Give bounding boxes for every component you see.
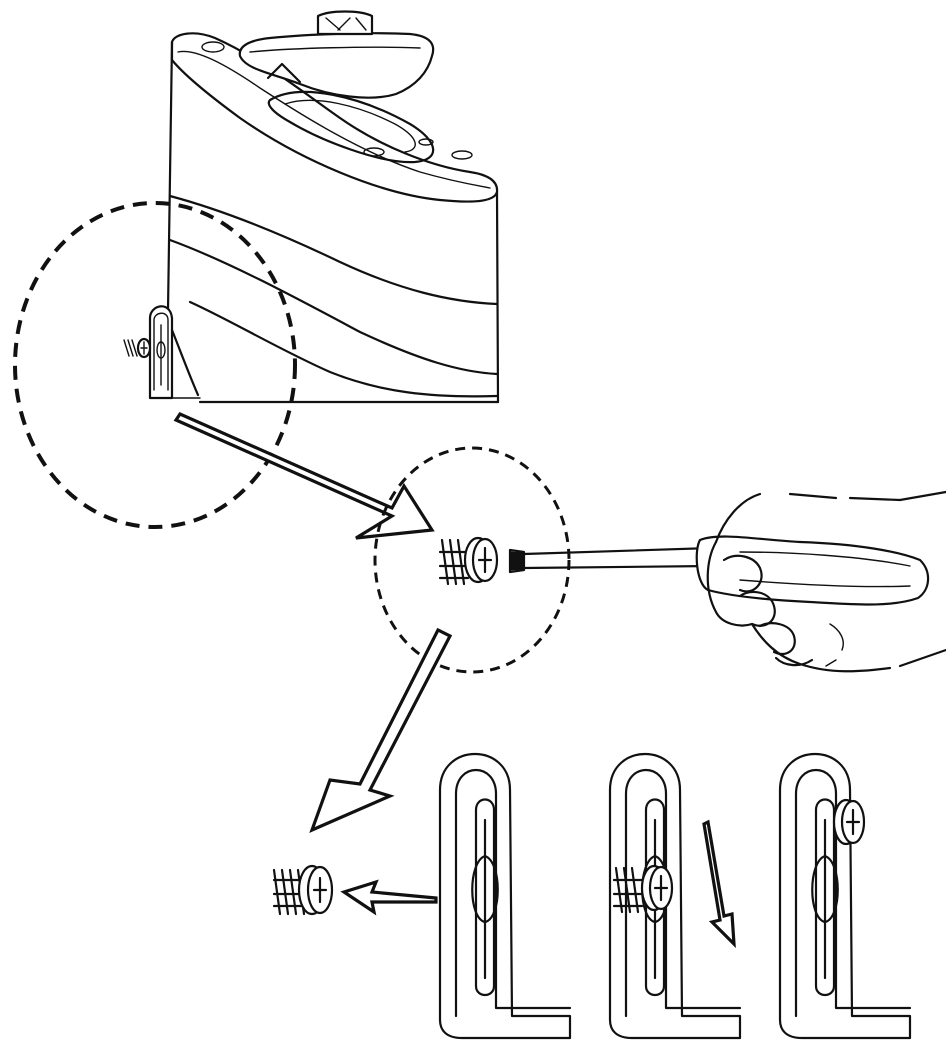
screw-removed	[272, 864, 334, 916]
bracket-step-2	[608, 753, 742, 1040]
wall-bracket-small	[148, 305, 201, 400]
screw-small	[123, 337, 152, 359]
arrow-down-icon	[702, 819, 736, 949]
bracket-step-3	[778, 753, 912, 1040]
screw-zoomed	[438, 536, 499, 586]
arrow-zoom-1	[173, 411, 435, 540]
hand	[706, 490, 946, 673]
zoom-circle-medium	[373, 446, 571, 674]
screw-at-top-of-slot	[832, 798, 866, 846]
bracket-step-1	[438, 753, 572, 1040]
base-unit	[166, 10, 500, 404]
zoom-circle-large	[13, 201, 297, 529]
arrow-left-icon	[340, 879, 438, 916]
arrow-zoom-2	[309, 627, 453, 833]
screwdriver	[508, 535, 930, 606]
screw-in-slot	[612, 864, 674, 914]
